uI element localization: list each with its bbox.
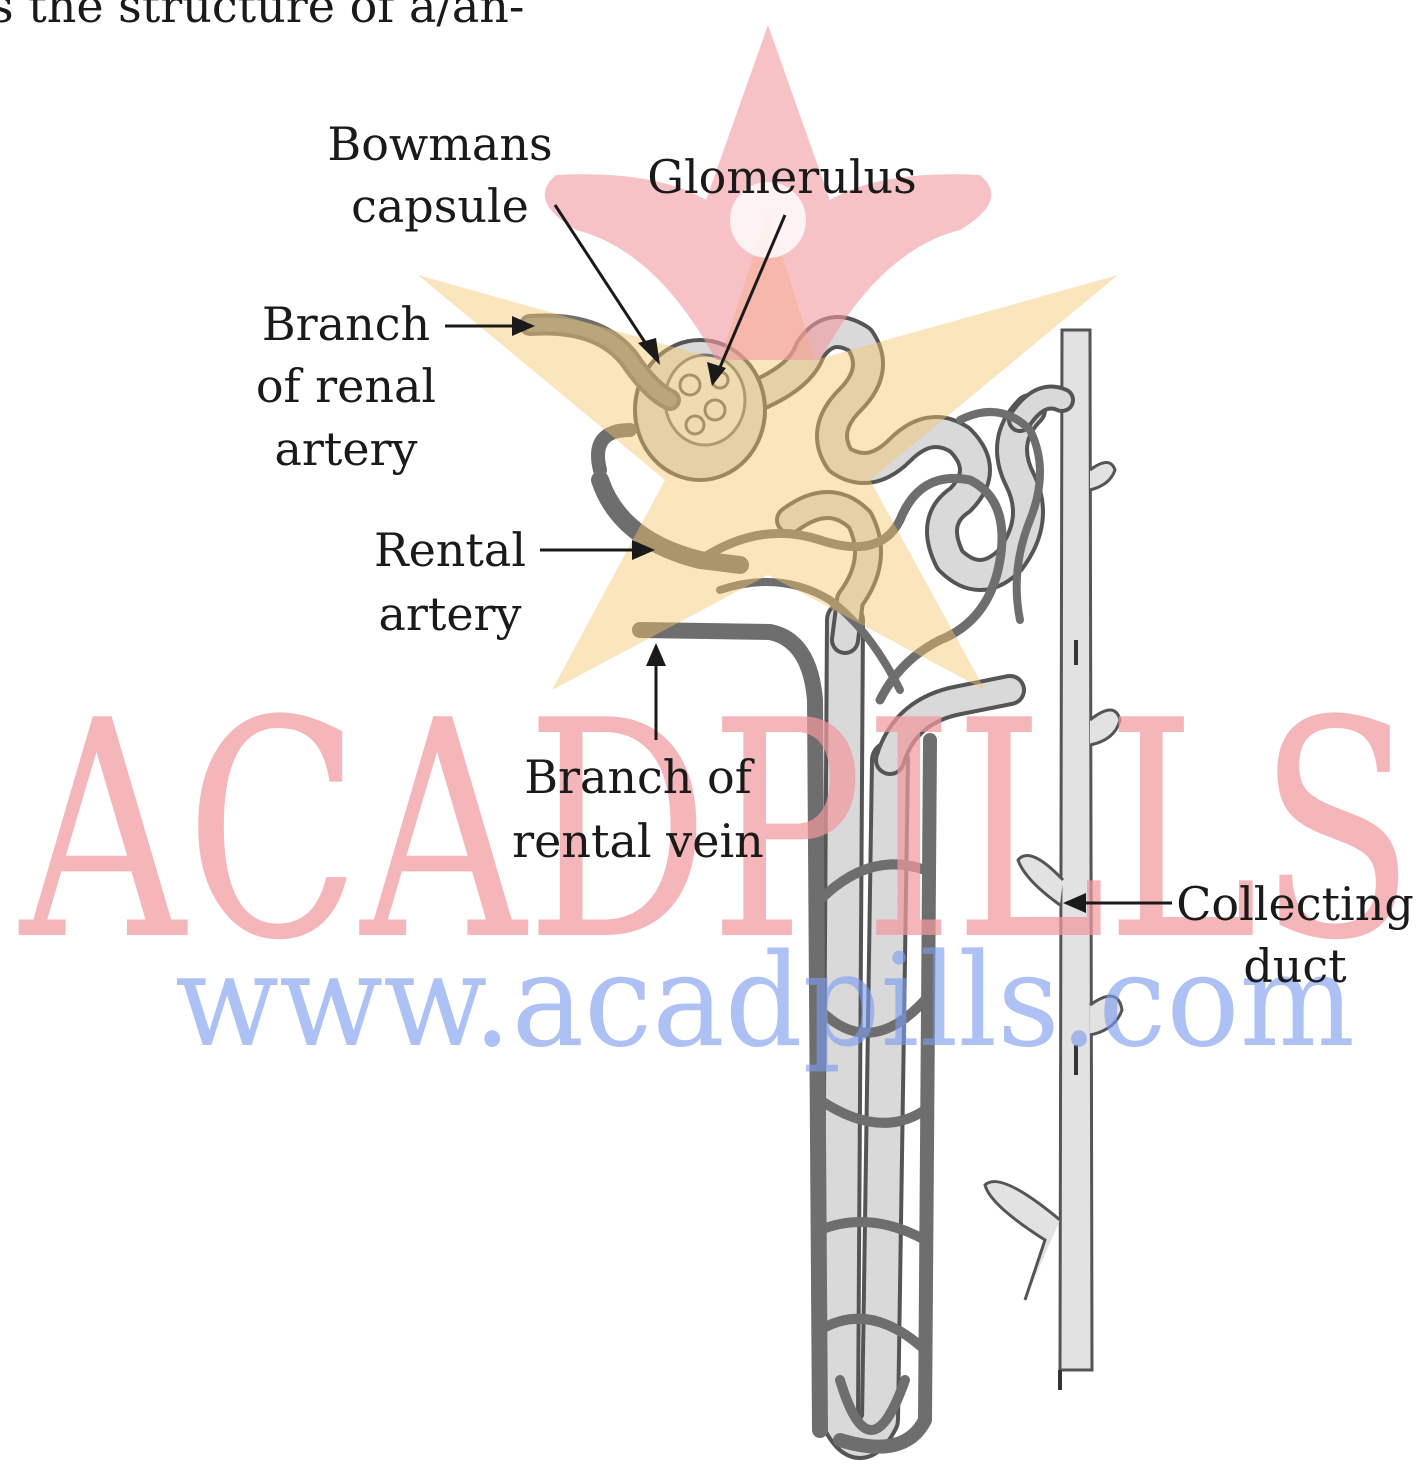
label-bowmans-capsule-line2: capsule	[351, 179, 529, 233]
label-glomerulus: Glomerulus	[647, 150, 917, 204]
label-collecting-duct-line2: duct	[1243, 939, 1347, 993]
watermark-url: www.acadpills.com	[175, 927, 1355, 1076]
label-branch-rental-vein-line2: rental vein	[512, 814, 764, 868]
header-text: s the structure of a/an-	[0, 0, 524, 33]
label-branch-rental-vein-line1: Branch of	[524, 750, 755, 804]
label-rental-artery-line1: Rental	[374, 523, 526, 577]
label-branch-renal-artery-line1: Branch	[262, 297, 430, 351]
arrow-branch-rental-vein	[646, 643, 666, 666]
label-branch-renal-artery-line3: artery	[274, 422, 417, 476]
label-bowmans-capsule-line1: Bowmans	[327, 117, 552, 171]
label-collecting-duct-line1: Collecting	[1176, 877, 1414, 931]
label-branch-renal-artery-line2: of renal	[256, 359, 436, 413]
label-rental-artery-line2: artery	[378, 587, 521, 641]
